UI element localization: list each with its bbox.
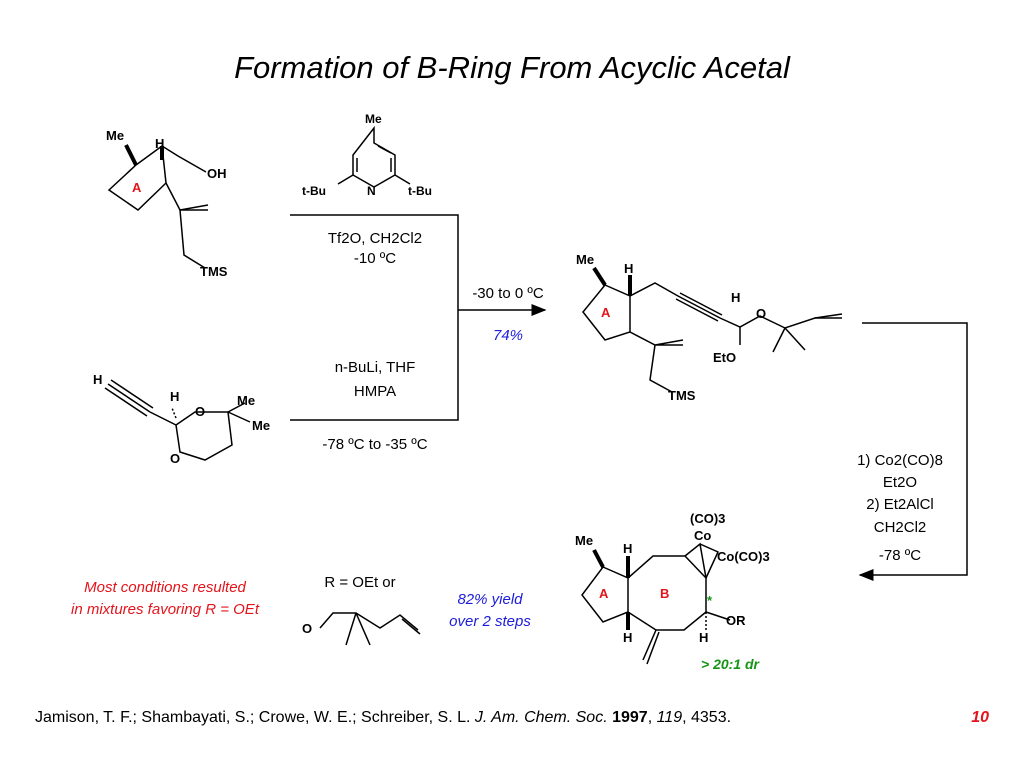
ref-volume: 119 — [656, 709, 683, 726]
ref-journal: J. Am. Chem. Soc. — [474, 709, 608, 726]
molecule-product-2 — [581, 542, 731, 665]
pyr-n: N — [367, 184, 376, 198]
m1-h: H — [155, 136, 165, 151]
m1-oh: OH — [207, 166, 227, 181]
step1-reagents: Tf2O, CH2Cl2 — [327, 230, 423, 247]
ref-year: 1997 — [612, 709, 648, 726]
yield-line1: 82% yield — [457, 591, 523, 608]
step2-additive: HMPA — [353, 383, 397, 400]
p1-o: O — [756, 306, 767, 321]
p1-me: Me — [576, 252, 595, 267]
p2-ring-b: B — [660, 586, 670, 601]
right-cond-2: Et2O — [882, 474, 918, 491]
step2-reagents: n-BuLi, THF — [334, 359, 416, 376]
r-group-o: O — [302, 621, 313, 636]
yield-line2: over 2 steps — [449, 613, 531, 630]
right-cond-4: CH2Cl2 — [873, 519, 927, 536]
molecule-alkyne-acetal — [104, 379, 251, 461]
p1-h1: H — [624, 261, 634, 276]
pyr-me: Me — [365, 112, 382, 126]
reference: Jamison, T. F.; Shambayati, S.; Crowe, W… — [35, 709, 732, 726]
m2-me2: Me — [252, 418, 271, 433]
step2-temp: -78 ºC to -35 ºC — [322, 436, 428, 453]
p2-ring-a: A — [599, 586, 609, 601]
merge-yield: 74% — [492, 327, 524, 344]
p1-h2: H — [731, 290, 741, 305]
p1-ring-a: A — [601, 305, 611, 320]
page-number: 10 — [971, 709, 989, 726]
red-note-line1: Most conditions resulted — [84, 579, 246, 596]
m2-h: H — [170, 389, 180, 404]
m1-ring-a: A — [132, 180, 142, 195]
m1-tms: TMS — [200, 264, 228, 279]
m2-o2: O — [170, 451, 181, 466]
step1-temp: -10 ºC — [353, 250, 397, 267]
p2-co3: (CO)3 — [690, 511, 726, 526]
p2-co: Co — [694, 528, 712, 543]
m2-me1: Me — [237, 393, 256, 408]
p2-star: * — [707, 593, 713, 608]
p2-or: OR — [726, 613, 746, 628]
m2-o1: O — [195, 404, 206, 419]
ref-pages: , 4353. — [682, 709, 732, 726]
dr-note: > 20:1 dr — [701, 656, 759, 672]
m1-me: Me — [106, 128, 125, 143]
p2-h-top: H — [623, 541, 633, 556]
molecule-pyridine — [337, 125, 411, 188]
pyr-tbu-left: t-Bu — [302, 184, 326, 198]
p1-tms: TMS — [668, 388, 696, 403]
slide-title: Formation of B-Ring From Acyclic Acetal — [234, 50, 790, 85]
right-cond-3: 2) Et2AlCl — [866, 496, 934, 513]
p2-coco3: Co(CO)3 — [717, 549, 770, 564]
r-definition: R = OEt or — [324, 574, 396, 591]
right-cond-5: -78 ºC — [878, 547, 922, 564]
molecule-aldehyde-alcohol — [107, 144, 209, 269]
p2-h-bottom-right: H — [699, 630, 709, 645]
molecule-product-1 — [582, 266, 843, 393]
red-note-line2: in mixtures favoring R = OEt — [71, 601, 259, 618]
p1-eto: EtO — [713, 350, 737, 365]
pyr-tbu-right: t-Bu — [408, 184, 432, 198]
merge-temp: -30 to 0 ºC — [472, 285, 544, 302]
r-group-structure — [319, 612, 421, 646]
p2-h-bottom-left: H — [623, 630, 633, 645]
ref-authors: Jamison, T. F.; Shambayati, S.; Crowe, W… — [35, 709, 475, 726]
p2-me: Me — [575, 533, 594, 548]
m2-h-alkyne: H — [93, 372, 103, 387]
right-cond-1: 1) Co2(CO)8 — [857, 452, 943, 469]
reaction-arrows — [290, 214, 968, 581]
